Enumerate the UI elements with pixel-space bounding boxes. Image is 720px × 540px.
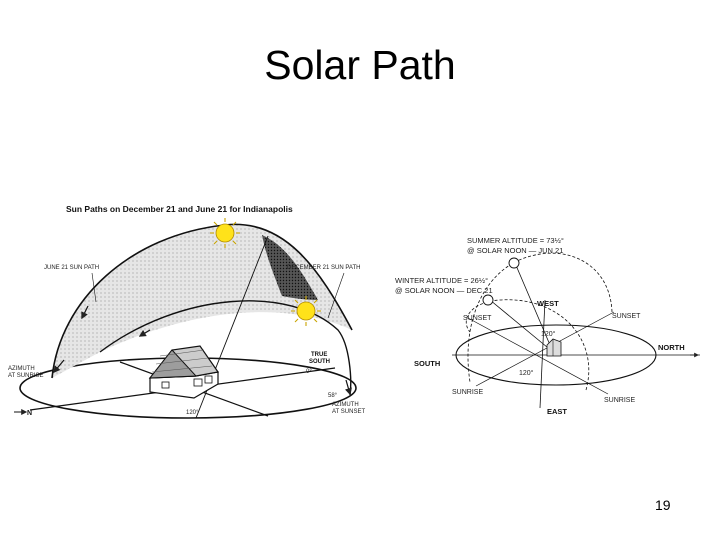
sunrise-right-label: SUNRISE: [604, 397, 635, 404]
left-sun-path-diagram: Sun Paths on December 21 and June 21 for…: [8, 204, 365, 418]
sunset-arrow: [346, 380, 350, 394]
right-angle-bottom-label: 120°: [519, 369, 534, 377]
north-label: NORTH: [658, 343, 685, 352]
sunset-left-label: SUNSET: [463, 315, 492, 322]
winter-altitude-label-2: @ SOLAR NOON — DEC 21: [395, 286, 493, 295]
sunset-right-label: SUNSET: [612, 313, 641, 320]
house-icon: [150, 346, 218, 398]
azimuth-sunrise-label-2: AT SUNRISE: [8, 373, 43, 379]
west-label: WEST: [537, 299, 559, 308]
left-diagram-caption: Sun Paths on December 21 and June 21 for…: [66, 204, 293, 214]
left-angle-bottom-label: 120°: [186, 410, 199, 416]
summer-sun-position-icon: [509, 258, 519, 268]
june-path-label: JUNE 21 SUN PATH: [44, 265, 99, 271]
summer-altitude-label-1: SUMMER ALTITUDE = 73½°: [467, 236, 564, 245]
azimuth-sunrise-label-1: AZIMUTH: [8, 366, 35, 372]
right-angle-top-label: 120°: [541, 330, 556, 338]
central-house-icon: [547, 339, 561, 356]
winter-sun-position-icon: [483, 295, 493, 305]
south-label: SOUTH: [414, 359, 440, 368]
summer-altitude-label-2: @ SOLAR NOON — JUN 21: [467, 246, 563, 255]
december-path-label: DECEMBER 21 SUN PATH: [287, 265, 360, 271]
right-sun-angle-diagram: SUMMER ALTITUDE = 73½° @ SOLAR NOON — JU…: [395, 236, 700, 416]
sunrise-left-label: SUNRISE: [452, 389, 483, 396]
page-number: 19: [655, 497, 671, 513]
true-south-label-2: SOUTH: [309, 359, 330, 365]
summer-azimuth-line: [476, 312, 614, 386]
winter-azimuth-line: [468, 318, 608, 394]
azimuth-sunset-label-1: AZIMUTH: [332, 402, 359, 408]
left-angle-right-label: 58°: [328, 393, 338, 399]
winter-altitude-label-1: WINTER ALTITUDE = 26½°: [395, 276, 488, 285]
east-label: EAST: [547, 407, 567, 416]
zero-degree-label: 0°: [306, 369, 312, 375]
azimuth-sunset-label-2: AT SUNSET: [332, 409, 365, 415]
west-east-axis: [540, 300, 545, 408]
north-marker-label: N: [27, 410, 32, 417]
true-south-label-1: TRUE: [311, 352, 327, 358]
